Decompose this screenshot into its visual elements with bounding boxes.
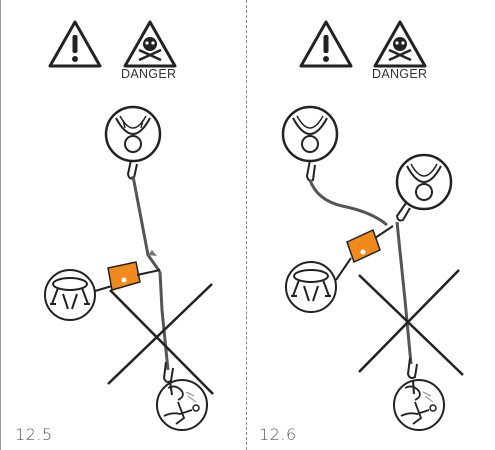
- belay-device-icon: [107, 261, 141, 291]
- warning-exclamation-icon: [299, 20, 353, 68]
- figure-12-5-drawing: [44, 20, 214, 431]
- figure-12-6: DANGER 12.6: [247, 0, 494, 450]
- harness-lanyard: [335, 257, 352, 281]
- figure-caption: 12.5: [15, 425, 53, 444]
- left-carabiner: [305, 159, 316, 182]
- device-connector: [374, 225, 394, 239]
- anchor-ring-icon: [395, 153, 453, 211]
- harness-icon: [44, 269, 96, 321]
- device-connector: [136, 269, 161, 276]
- rope-clip: [148, 250, 157, 256]
- harness-lanyard: [94, 285, 113, 292]
- harness-icon: [285, 261, 337, 313]
- warning-skull-icon: [373, 20, 427, 68]
- danger-label: DANGER: [121, 67, 177, 81]
- rope-lower: [158, 271, 170, 371]
- fallen-climber-icon: [393, 379, 445, 431]
- belay-device-icon: [346, 228, 381, 264]
- anchor-ring-icon: [104, 105, 162, 163]
- rope: [131, 175, 162, 273]
- prohibited-cross-icon: [358, 269, 464, 376]
- danger-label: DANGER: [372, 67, 428, 81]
- figure-12-5: DANGER 12.5: [0, 0, 247, 450]
- fallen-climber-icon: [156, 379, 208, 431]
- figure-caption: 12.6: [259, 425, 297, 444]
- warning-exclamation-icon: [48, 20, 102, 68]
- left-border-line: [0, 0, 1, 450]
- panel-divider: [246, 0, 247, 450]
- anchor-ring-icon: [281, 105, 339, 163]
- rope-curve: [308, 179, 388, 227]
- lower-carabiner: [406, 357, 418, 379]
- warning-skull-icon: [123, 20, 177, 68]
- rope-lower: [395, 221, 413, 365]
- top-carabiner: [126, 159, 138, 180]
- right-carabiner: [395, 202, 411, 222]
- prohibited-cross-icon: [107, 283, 214, 395]
- figure-12-6-drawing: [281, 20, 464, 431]
